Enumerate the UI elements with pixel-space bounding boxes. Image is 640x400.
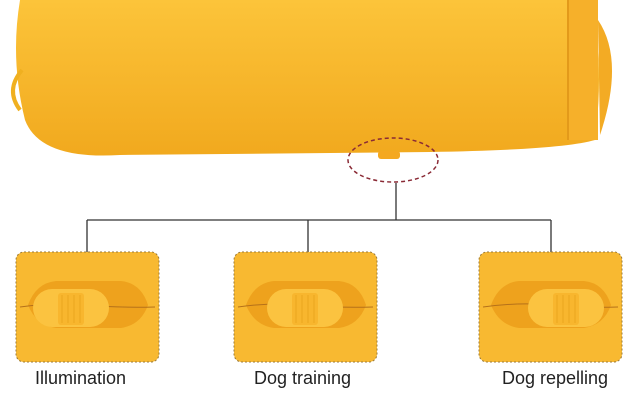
mode-closeup-right <box>478 251 623 363</box>
mode-switch <box>378 151 400 159</box>
device-body <box>11 0 613 159</box>
switch-callout <box>347 137 439 183</box>
mode-closeup-center <box>233 251 378 363</box>
mode-label-dog-repelling: Dog repelling <box>502 368 609 388</box>
mode-label-illumination: Illumination <box>35 368 127 388</box>
mode-label-dog-training: Dog training <box>254 368 352 388</box>
connector-lines <box>86 183 552 252</box>
mode-closeup-left <box>15 251 160 363</box>
